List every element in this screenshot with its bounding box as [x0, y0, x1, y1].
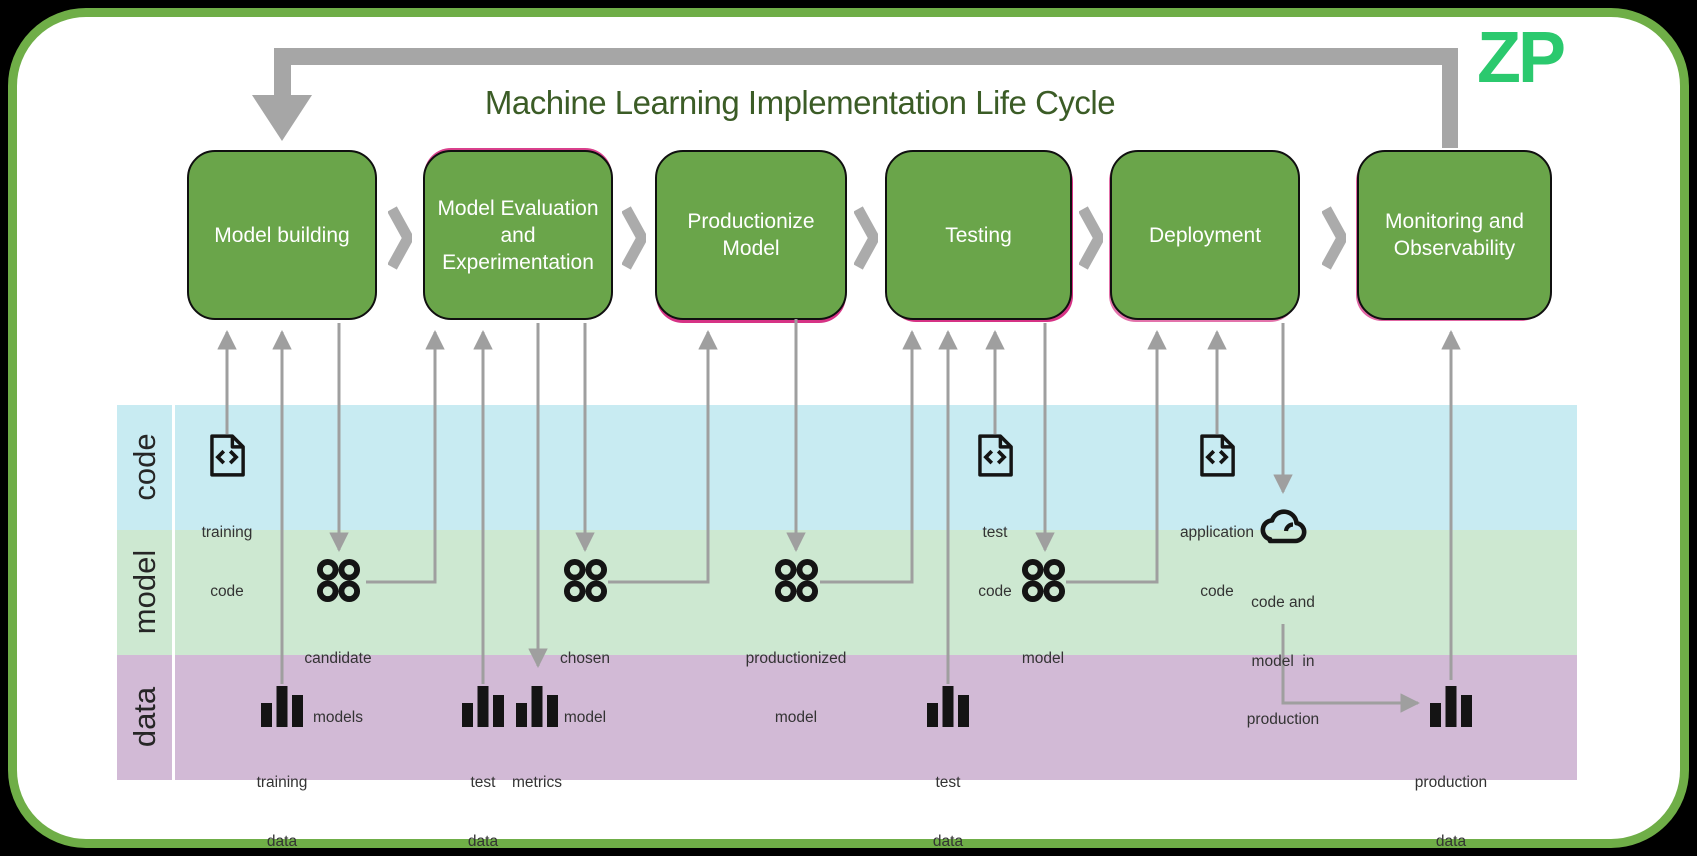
artifact-label: data	[266, 832, 298, 850]
stage-label: Model building	[214, 223, 350, 247]
band-label-data: data	[127, 686, 162, 748]
code-file-icon	[210, 434, 245, 477]
page-title: Machine Learning Implementation Life Cyc…	[484, 84, 1116, 121]
artifact-candidate-models: candidate models	[263, 558, 413, 766]
zp-logo: ZP	[1477, 18, 1566, 98]
artifact-label: candidate	[304, 650, 372, 667]
stage-box-model-building: Model building	[187, 150, 377, 320]
artifact-label: metrics	[512, 774, 562, 791]
chevron-right-icon	[388, 206, 412, 270]
artifact-chosen-model: chosen model	[510, 558, 660, 766]
artifact-label: data	[467, 832, 499, 850]
chevron-right-icon	[854, 206, 878, 270]
bar-chart-icon	[462, 686, 504, 727]
artifact-test-code: test code	[920, 434, 1070, 640]
stage-label: Deployment	[1148, 223, 1262, 247]
artifact-label: production	[1246, 711, 1320, 728]
artifact-production-data: production data	[1376, 686, 1526, 856]
artifact-training-data: training data	[207, 686, 357, 856]
band-code	[117, 405, 1577, 530]
code-file-icon	[978, 434, 1013, 477]
artifact-label: training	[256, 774, 308, 791]
code-file-icon	[1200, 434, 1235, 477]
bar-chart-icon	[516, 686, 558, 727]
chevron-right-icon	[1322, 206, 1346, 270]
artifact-test-data-2: test data	[873, 686, 1023, 856]
bar-chart-icon	[1430, 686, 1472, 727]
artifact-label: model	[774, 708, 818, 726]
artifact-metrics: metrics	[487, 686, 587, 832]
model-circles-icon	[563, 558, 607, 603]
artifact-test-data-1: test data	[433, 686, 533, 856]
chevron-right-icon	[622, 206, 646, 270]
artifact-label: model in	[1251, 652, 1315, 670]
stage-box-monitoring: Monitoring and Observability	[1357, 150, 1552, 320]
stage-label: Monitoring and Observability	[1385, 210, 1524, 260]
bar-chart-icon	[927, 686, 969, 727]
artifact-label: model	[1021, 650, 1065, 667]
artifact-label: training	[201, 524, 253, 541]
artifact-label: production	[1414, 774, 1488, 791]
artifact-label: code	[978, 582, 1012, 600]
artifact-label: models	[313, 708, 363, 726]
stage-box-productionize-model: Productionize Model	[655, 150, 847, 320]
stage-label: Model Evaluation and Experimentation	[437, 196, 599, 274]
artifact-label: application	[1179, 524, 1255, 541]
artifact-label: productionized	[745, 650, 847, 667]
artifact-model: model	[968, 558, 1118, 708]
feedback-loop-left-bar	[274, 48, 291, 98]
artifact-application-code: application code	[1142, 434, 1292, 640]
feedback-loop-top-bar	[274, 48, 1458, 65]
stage-box-model-evaluation: Model Evaluation and Experimentation	[423, 150, 613, 320]
cloud-icon	[1260, 509, 1307, 544]
artifact-label: test	[470, 774, 496, 791]
artifact-label: code	[1200, 582, 1234, 600]
artifact-label: code	[210, 582, 244, 600]
model-circles-icon	[316, 558, 360, 603]
artifact-productionized-model: productionized model	[721, 558, 871, 766]
feedback-loop-arrowhead-icon	[252, 95, 312, 141]
artifact-label: data	[932, 832, 964, 850]
model-circles-icon	[1021, 558, 1065, 603]
chevron-right-icon	[1079, 206, 1103, 270]
artifact-label: code and	[1251, 594, 1315, 611]
stage-label: Productionize Model	[687, 210, 815, 260]
stage-box-deployment: Deployment	[1110, 150, 1300, 320]
artifact-label: chosen	[560, 650, 610, 667]
stage-label: Testing	[945, 223, 1012, 247]
artifact-label: model	[563, 708, 607, 726]
model-circles-icon	[774, 558, 818, 603]
bar-chart-icon	[261, 686, 303, 727]
artifact-label: data	[1435, 832, 1467, 850]
feedback-loop-right-bar	[1442, 48, 1458, 148]
artifact-label: test	[982, 524, 1008, 541]
band-label-separator	[172, 405, 175, 780]
artifact-label: test	[935, 774, 961, 791]
stage-box-testing: Testing	[885, 150, 1072, 320]
artifact-code-and-model-in-production: code and model in production	[1208, 501, 1358, 769]
artifact-training-code: training code	[152, 434, 302, 640]
